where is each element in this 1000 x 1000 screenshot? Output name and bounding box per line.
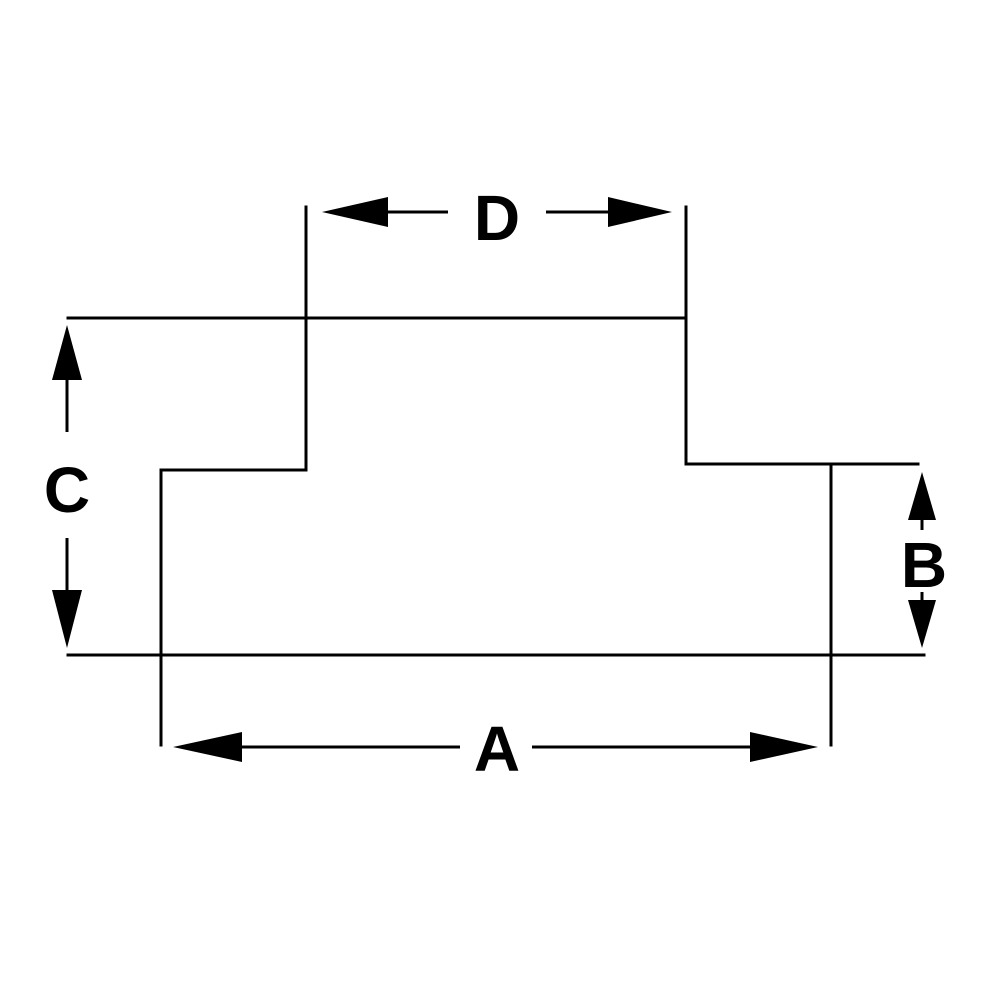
dim-d-right-arrowhead — [608, 197, 672, 227]
dim-b-bottom-arrowhead — [908, 600, 936, 648]
dim-b-label: B — [901, 529, 947, 601]
dimension-c: C — [44, 325, 90, 648]
dimension-b: B — [901, 472, 947, 648]
dim-c-bottom-arrowhead — [52, 590, 82, 648]
dim-d-left-arrowhead — [322, 197, 388, 227]
dimension-a: A — [173, 713, 818, 785]
dim-c-top-arrowhead — [52, 325, 82, 380]
dim-c-label: C — [44, 454, 90, 526]
dim-a-right-arrowhead — [750, 732, 818, 762]
dim-b-top-arrowhead — [908, 472, 936, 520]
dim-a-label: A — [474, 713, 520, 785]
dim-a-left-arrowhead — [173, 732, 242, 762]
dim-d-label: D — [474, 182, 520, 254]
dimension-d: D — [322, 182, 672, 254]
tee-outline — [66, 205, 926, 747]
